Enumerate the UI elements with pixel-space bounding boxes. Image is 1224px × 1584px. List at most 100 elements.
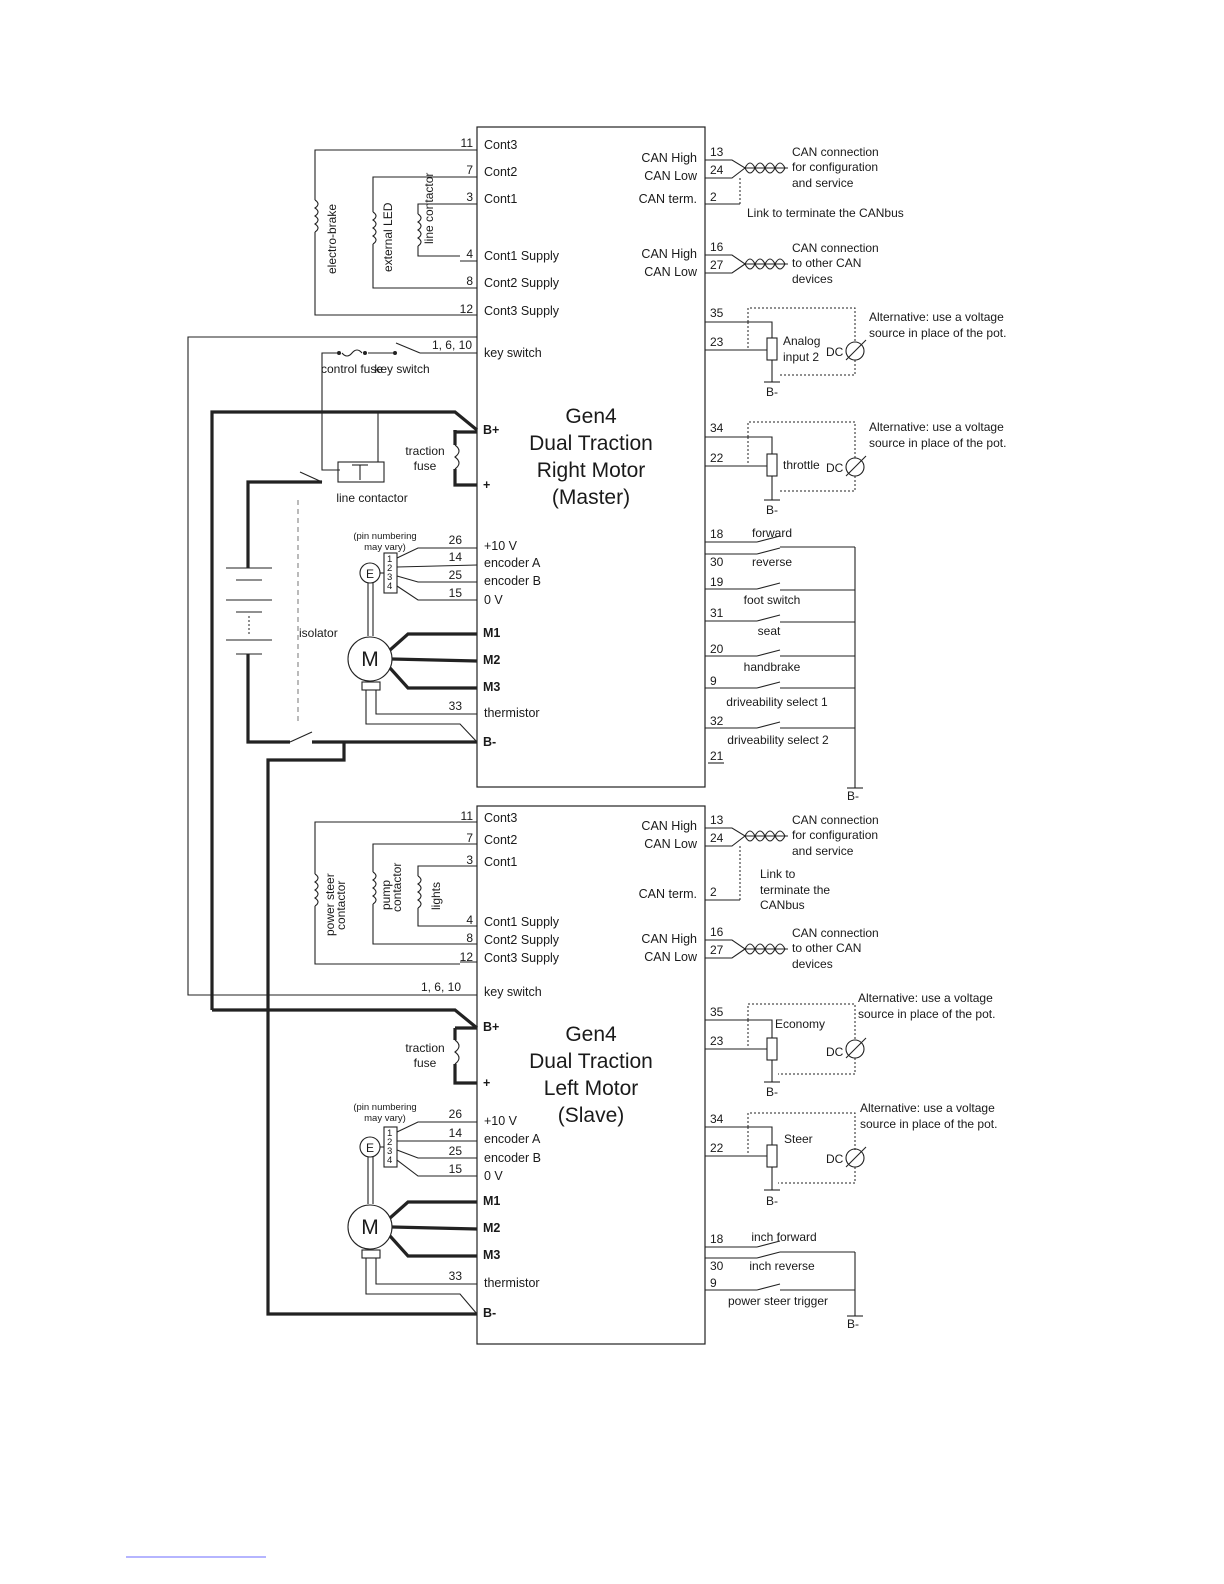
pot-label: Steer <box>784 1132 813 1146</box>
ground-label: B- <box>847 1317 859 1331</box>
switch-label: seat <box>758 624 781 638</box>
pin-number: 9 <box>710 1276 717 1290</box>
pin-number: 26 <box>449 1107 463 1121</box>
pin-number: 7 <box>466 163 473 177</box>
svg-text:may vary): may vary) <box>364 1113 406 1124</box>
ground-label: B- <box>766 1194 778 1208</box>
pot-label: Analog <box>783 334 820 348</box>
pin-number: 18 <box>710 527 724 541</box>
pin-number: 15 <box>449 586 463 600</box>
master-coils: electro-brake external LED line contacto… <box>314 149 460 316</box>
master-controller-box <box>476 126 706 788</box>
pin-number: 33 <box>449 699 463 713</box>
pin-number: 31 <box>710 606 724 620</box>
can-term-note: Link to <box>760 867 796 881</box>
pin-label: Cont1 <box>484 855 517 869</box>
pin-number: 3 <box>466 853 473 867</box>
coil-label: electro-brake <box>325 204 339 274</box>
pin-number: 4 <box>466 913 473 927</box>
can-note: devices <box>792 272 833 286</box>
switch-label: driveability select 2 <box>727 733 829 747</box>
pin-label: Cont1 Supply <box>484 915 560 929</box>
pin-number: 8 <box>466 274 473 288</box>
pin-number: 14 <box>449 550 463 564</box>
master-title: Gen4 Dual Traction Right Motor (Master) <box>529 405 653 509</box>
slave-pot-steer: 34 22 B- DC Steer Alternative: use a vol… <box>705 1101 997 1208</box>
pin-label: +10 V <box>484 1114 518 1128</box>
coil-label: external LED <box>381 202 395 272</box>
key-switch-label: key switch <box>374 362 429 376</box>
pin-label: Cont2 <box>484 165 517 179</box>
encoder-symbol: E <box>366 1141 374 1155</box>
control-fuse-label: control fuse <box>321 362 383 376</box>
ground-label: B- <box>766 385 778 399</box>
coil-label: line contactor <box>422 173 436 244</box>
traction-fuse-label: traction <box>405 444 444 458</box>
can-note: CAN connection <box>792 145 879 159</box>
connector-num: 3 <box>387 572 392 583</box>
connector-num: 2 <box>387 1137 392 1148</box>
pin-number: 18 <box>710 1232 724 1246</box>
pin-number: 24 <box>710 831 724 845</box>
can-label: CAN High <box>641 932 697 946</box>
master-switches: 18 30 19 31 20 9 32 21 B- forward revers <box>705 526 863 803</box>
slave-motor: M M1 M2 M3 33 thermistor B- <box>347 1194 540 1320</box>
pin-label: encoder A <box>484 556 541 570</box>
svg-text:(pin numbering: (pin numbering <box>353 1102 416 1113</box>
connector-num: 3 <box>387 1146 392 1157</box>
svg-text:may vary): may vary) <box>364 542 406 553</box>
can-term-label: CAN term. <box>639 192 697 206</box>
pin-number: 35 <box>710 1005 724 1019</box>
pin-number: 2 <box>710 190 717 204</box>
can-label: CAN Low <box>644 837 698 851</box>
pin-number: 26 <box>449 533 463 547</box>
svg-text:(pin numbering: (pin numbering <box>353 531 416 542</box>
pot-label2: input 2 <box>783 350 819 364</box>
coil-label2: contactor <box>390 863 404 912</box>
can-label: CAN High <box>641 151 697 165</box>
master-can: CAN High CAN Low CAN term. 13 24 2 CAN c… <box>639 145 904 286</box>
can-note: and service <box>792 176 854 190</box>
line-contactor-label: line contactor <box>336 491 407 505</box>
switch-label: foot switch <box>744 593 801 607</box>
pot-label: throttle <box>783 458 820 472</box>
master-left-pins: 11 7 3 4 8 12 1, 6, 10 Cont3 Cont2 Cont1… <box>432 136 560 360</box>
traction-fuse-label2: fuse <box>414 459 437 473</box>
traction-fuse-label2: fuse <box>414 1056 437 1070</box>
pin-number: 23 <box>710 335 724 349</box>
pin-number: 30 <box>710 1259 724 1273</box>
pin-label: key switch <box>484 346 542 360</box>
alt-note: source in place of the pot. <box>858 1007 995 1021</box>
pin-number: 16 <box>710 925 724 939</box>
slave-controller-box <box>476 805 706 1345</box>
switch-label: inch reverse <box>749 1259 815 1273</box>
can-note: CAN connection <box>792 241 879 255</box>
alt-note: Alternative: use a voltage <box>869 420 1004 434</box>
master-pot-analog-input-2: 35 23 B- DC Analog input 2 Alternative: … <box>705 306 1006 399</box>
pin-number: 34 <box>710 1112 724 1126</box>
ground-label: B- <box>847 789 859 803</box>
pin-number: 14 <box>449 1126 463 1140</box>
switch-label: handbrake <box>744 660 801 674</box>
pin-label: thermistor <box>484 706 540 720</box>
pin-label: 0 V <box>484 1169 503 1183</box>
pin-number: 25 <box>449 568 463 582</box>
pin-label: thermistor <box>484 1276 540 1290</box>
pin-label: +10 V <box>484 539 518 553</box>
can-label: CAN Low <box>644 265 698 279</box>
can-term-note: CANbus <box>760 898 805 912</box>
traction-fuse-label: traction <box>405 1041 444 1055</box>
ground-label: B- <box>766 1085 778 1099</box>
pin-label: 0 V <box>484 593 503 607</box>
pin-label: Cont1 Supply <box>484 249 560 263</box>
motor-pin-label: M2 <box>483 653 500 667</box>
pin-number: 33 <box>449 1269 463 1283</box>
pin-number: 11 <box>461 809 474 823</box>
plus-label: + <box>483 1076 490 1090</box>
motor-pin-label: M2 <box>483 1221 500 1235</box>
pin-label: Cont3 Supply <box>484 951 560 965</box>
master-title-line: Dual Traction <box>529 432 653 455</box>
can-label: CAN High <box>641 247 697 261</box>
dc-label: DC <box>826 1045 844 1059</box>
